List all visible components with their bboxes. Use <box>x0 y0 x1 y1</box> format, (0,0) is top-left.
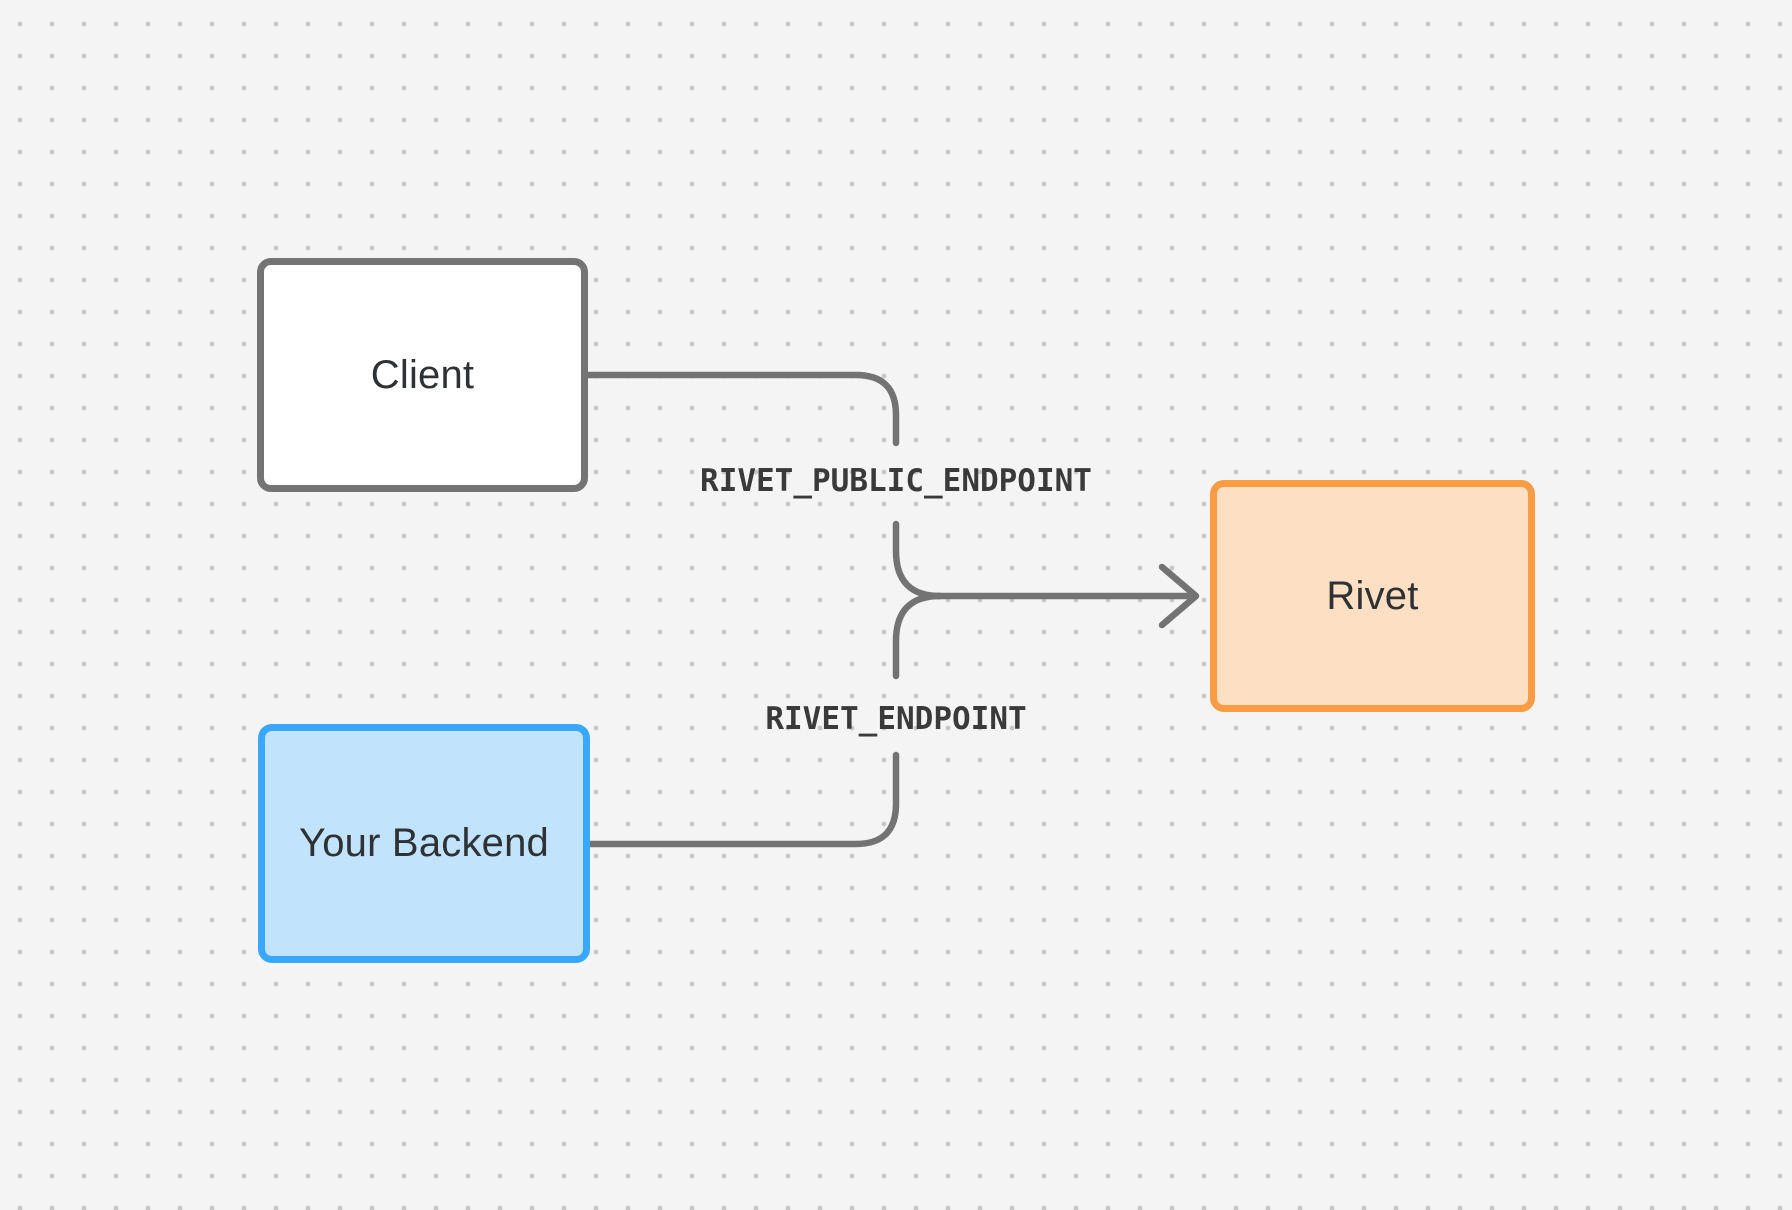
rivet-node: Rivet <box>1210 480 1535 712</box>
your-backend-node-label: Your Backend <box>299 821 549 865</box>
edge-label-rivet-public-endpoint: RIVET_PUBLIC_ENDPOINT <box>700 463 1092 499</box>
your-backend-node: Your Backend <box>258 724 590 963</box>
arrowhead-icon <box>1158 563 1200 629</box>
client-node: Client <box>257 258 588 492</box>
edge-label-rivet-endpoint: RIVET_ENDPOINT <box>765 701 1027 737</box>
rivet-node-label: Rivet <box>1326 573 1419 618</box>
client-node-label: Client <box>370 352 475 397</box>
